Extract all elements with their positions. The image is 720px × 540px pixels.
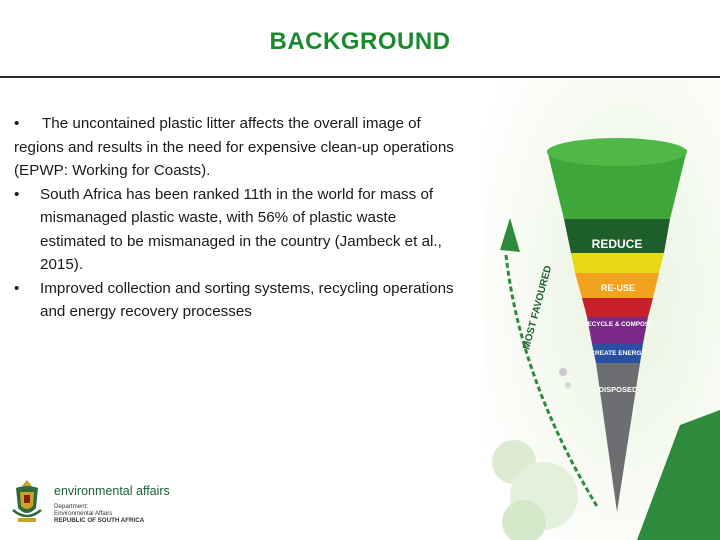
list-item: • Improved collection and sorting system… [14, 277, 454, 324]
funnel-energy-band [587, 317, 648, 344]
coat-of-arms-icon [12, 480, 42, 522]
list-item-text: Improved collection and sorting systems,… [40, 279, 454, 321]
decor-dot [565, 382, 571, 388]
funnel-rim [547, 138, 687, 166]
level-label-recycle: RECYCLE & COMPOST [583, 321, 653, 328]
bullet-content: •The uncontained plastic litter affects … [14, 112, 454, 324]
intro-paragraph: •The uncontained plastic litter affects … [14, 112, 454, 183]
department-logo: environmental affairs Department: Enviro… [10, 476, 170, 528]
funnel-reduce-band [564, 219, 670, 253]
decor-circle [502, 500, 546, 540]
list-item: • South Africa has been ranked 11th in t… [14, 183, 454, 277]
logo-line-country: REPUBLIC OF SOUTH AFRICA [54, 517, 145, 524]
funnel-blue-band [592, 344, 643, 363]
funnel-disposed-band [596, 363, 640, 512]
logo-line-department: Department: [54, 503, 89, 510]
logo-brand: environmental affairs [54, 484, 170, 498]
level-label-reduce: REDUCE [592, 237, 643, 251]
intro-text: The uncontained plastic litter affects t… [14, 115, 454, 179]
decor-corner [637, 410, 720, 540]
funnel-yellow-band [571, 253, 664, 273]
logo-line-name: Environmental Affairs [54, 510, 113, 517]
favoured-arrow-head [500, 218, 520, 252]
decor-dot [559, 368, 567, 376]
bullet-marker: • [14, 185, 20, 203]
waste-hierarchy-graphic: REDUCE RE-USE RECYCLE & COMPOST CREATE E… [482, 80, 720, 540]
level-label-reuse: RE-USE [601, 283, 635, 293]
funnel-reuse-band [575, 273, 659, 298]
funnel-recycle-band [582, 298, 653, 317]
bullet-marker: • [14, 279, 20, 297]
bullet-marker: • [14, 115, 20, 132]
list-item-text: South Africa has been ranked 11th in the… [40, 185, 442, 274]
slide-title: BACKGROUND [269, 28, 451, 55]
level-label-energy: CREATE ENERGY [590, 350, 646, 357]
level-label-disposed: DISPOSED [599, 385, 638, 394]
favoured-arrow-shaft [504, 254, 600, 509]
title-divider [0, 76, 720, 78]
